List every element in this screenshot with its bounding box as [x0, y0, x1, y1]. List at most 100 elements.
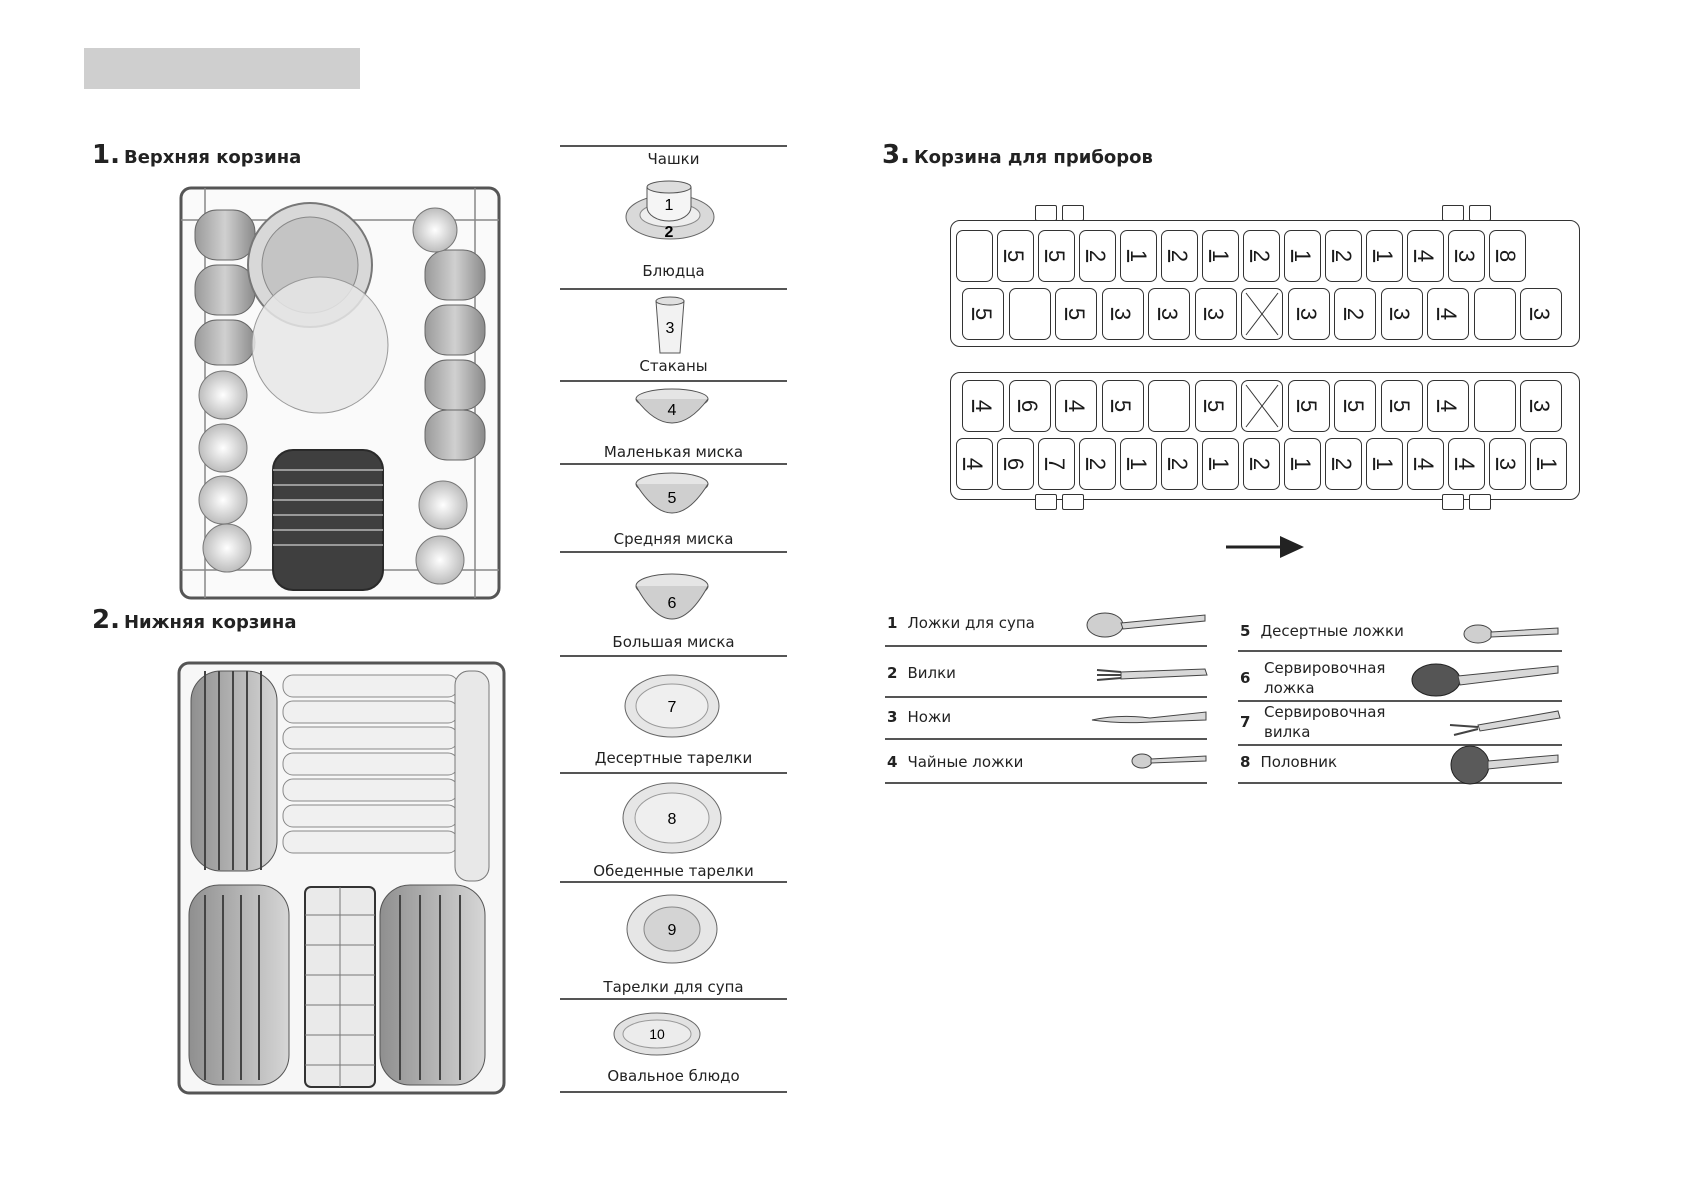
slot-number: 5 — [1064, 307, 1089, 321]
header-bar — [84, 48, 360, 89]
legend-divider — [560, 772, 787, 774]
cutlery-divider — [1238, 782, 1562, 784]
section-3-number: 3. — [882, 140, 910, 170]
slot-number: 3 — [1529, 307, 1554, 321]
slot-number: 4 — [1413, 249, 1439, 263]
small-bowl-number: 4 — [668, 402, 677, 419]
medium-bowl-number: 5 — [668, 490, 677, 507]
basket-slot: 1 — [1202, 438, 1239, 490]
basket-slot: 2 — [1325, 438, 1362, 490]
dessert-plates-label: Десертные тарелки — [594, 749, 753, 767]
basket-slot: 6 — [1008, 380, 1051, 432]
basket-slot: 1 — [1366, 438, 1403, 490]
cutlery-divider — [885, 645, 1207, 647]
small-bowl-label: Маленькая миска — [603, 443, 744, 461]
slot-number: 6 — [1003, 457, 1029, 471]
basket-slot — [1473, 380, 1516, 432]
legend-divider — [560, 551, 787, 553]
slot-number: 2 — [1249, 249, 1275, 263]
basket-slot: 5 — [1038, 230, 1075, 282]
slot-number: 1 — [1372, 249, 1398, 263]
slot-number: 2 — [1331, 457, 1357, 471]
slot-number: 3 — [1296, 307, 1322, 321]
slot-number: 7 — [1044, 457, 1070, 471]
ladle-icon — [1450, 745, 1559, 785]
basket-clip — [1062, 494, 1084, 510]
basket-slot: 1 — [1366, 230, 1403, 282]
basket-slot: 3 — [1520, 380, 1562, 432]
dinner-plate-icon: 8 — [622, 782, 722, 854]
basket-slot: 2 — [1161, 230, 1198, 282]
dessert-spoon-icon — [1463, 624, 1559, 644]
slot-number: 5 — [1110, 399, 1136, 413]
slot-number: 4 — [1413, 457, 1439, 471]
slot-number: 4 — [1064, 399, 1089, 413]
basket-slot: 1 — [1530, 438, 1567, 490]
oval-dish-label: Овальное блюдо — [607, 1067, 740, 1085]
slot-number: 2 — [1331, 249, 1357, 263]
medium-bowl-label: Средняя миска — [613, 530, 734, 548]
basket-slot — [1241, 380, 1283, 432]
section-3-label: Корзина для приборов — [913, 147, 1153, 168]
basket-clip — [1035, 205, 1057, 221]
slot-number: 5 — [971, 307, 996, 321]
slot-number: 1 — [1536, 457, 1562, 471]
slot-number: 1 — [1372, 457, 1398, 471]
section-1-label: Верхняя корзина — [123, 147, 302, 168]
soup-plate-icon: 9 — [626, 894, 718, 964]
serving-spoon-icon — [1411, 663, 1559, 697]
basket-slot: 5 — [962, 288, 1004, 340]
slot-number: 3 — [1157, 307, 1182, 321]
basket-slot: 2 — [1334, 288, 1376, 340]
basket-slot: 3 — [1194, 288, 1237, 340]
legend-divider — [560, 288, 787, 290]
basket-slot — [1008, 288, 1051, 340]
cutlery-divider — [1238, 700, 1562, 702]
slot-number: 5 — [1044, 249, 1070, 263]
slot-number: 4 — [1436, 399, 1461, 413]
knife-icon — [1091, 711, 1207, 724]
cups-label: Чашки — [647, 150, 700, 168]
basket-slot: 3 — [1448, 230, 1485, 282]
cup-saucer-icon: 1 2 — [625, 180, 715, 241]
basket-slot: 7 — [1038, 438, 1075, 490]
legend-divider — [560, 1091, 787, 1093]
slot-number: 1 — [1126, 457, 1152, 471]
basket-slot: 4 — [962, 380, 1004, 432]
basket-slot: 4 — [1427, 380, 1469, 432]
soup-plates-label: Тарелки для супа — [603, 978, 744, 996]
cutlery-divider — [1238, 744, 1562, 746]
basket-slot: 2 — [1079, 230, 1116, 282]
cutlery-divider — [885, 782, 1207, 784]
basket-slot: 2 — [1325, 230, 1362, 282]
oval-dish-number: 10 — [649, 1026, 665, 1042]
basket-slot: 6 — [997, 438, 1034, 490]
legend-divider — [560, 881, 787, 883]
basket-slot: 5 — [1055, 288, 1097, 340]
slot-number: 5 — [1203, 399, 1229, 413]
dinner-plates-label: Обеденные тарелки — [593, 862, 754, 880]
serving-fork-icon — [1449, 710, 1561, 736]
basket-slot: 2 — [1079, 438, 1116, 490]
cutlery-divider — [885, 696, 1207, 698]
cutlery-divider — [1238, 650, 1562, 652]
section-2-label: Нижняя корзина — [123, 612, 297, 633]
slot-number: 4 — [1436, 307, 1461, 321]
oval-dish-icon: 10 — [613, 1012, 701, 1056]
basket-slot: 3 — [1287, 288, 1330, 340]
teaspoon-icon — [1131, 753, 1207, 769]
basket-clip — [1442, 494, 1464, 510]
basket-slot: 5 — [1287, 380, 1330, 432]
basket-slot: 3 — [1148, 288, 1190, 340]
section-1-number: 1. — [92, 140, 120, 170]
basket-slot — [1473, 288, 1516, 340]
basket-slot: 3 — [1380, 288, 1423, 340]
slot-number: 1 — [1208, 249, 1234, 263]
saucers-label: Блюдца — [642, 262, 705, 280]
basket-slot: 3 — [1520, 288, 1562, 340]
basket-clip — [1442, 205, 1464, 221]
